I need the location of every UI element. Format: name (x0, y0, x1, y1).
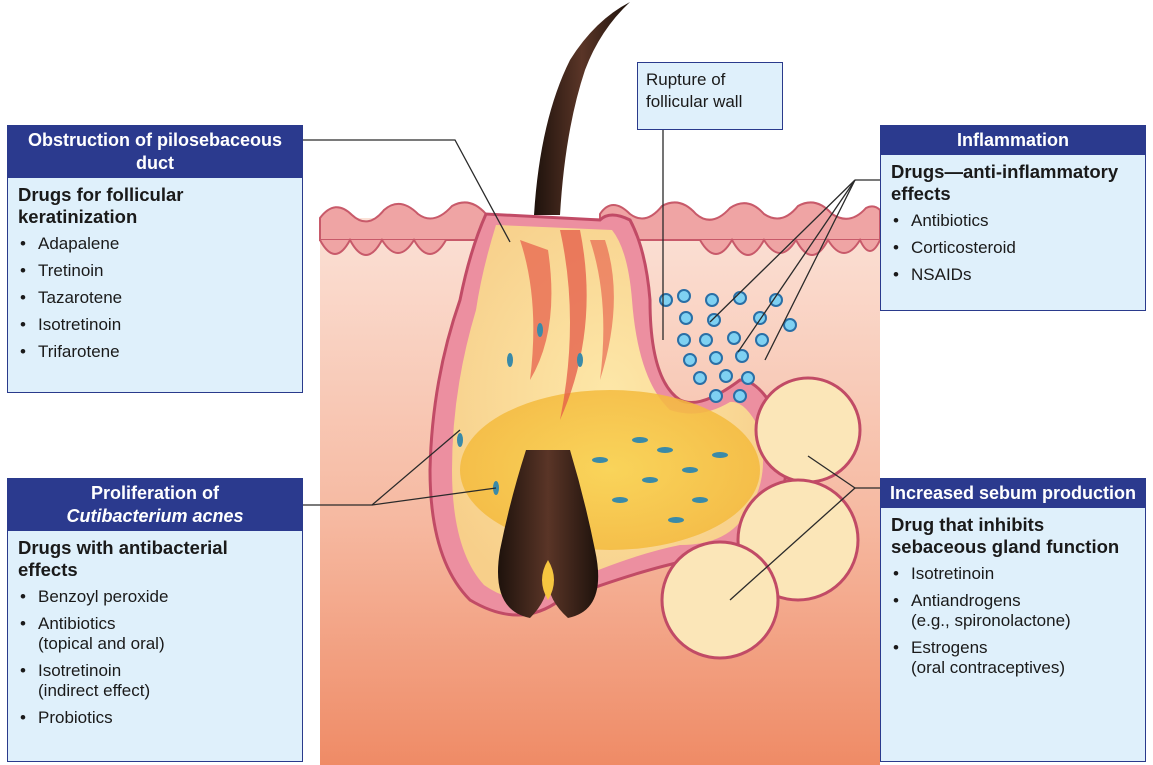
list-item: Tretinoin (18, 261, 292, 281)
list-item: Corticosteroid (891, 238, 1135, 258)
obstruction-callout: Obstruction of pilosebaceous duct Drugs … (7, 125, 303, 393)
list-item: Isotretinoin (891, 564, 1135, 584)
list-item: Trifarotene (18, 342, 292, 362)
list-item: Antibiotics (891, 211, 1135, 231)
list-item: Isotretinoin (indirect effect) (18, 661, 292, 701)
obstruction-title: Obstruction of pilosebaceous duct (8, 126, 302, 178)
list-item: Antibiotics (topical and oral) (18, 614, 292, 654)
proliferation-subtitle: Drugs with antibacterial effects (18, 537, 292, 581)
hair-shaft (534, 2, 630, 215)
sebum-callout: Increased sebum production Drug that inh… (880, 478, 1146, 762)
sebum-drug-list: Isotretinoin Antiandrogens (e.g., spiron… (891, 564, 1135, 678)
proliferation-title-line1: Proliferation of (14, 482, 296, 505)
sebum-subtitle: Drug that inhibits sebaceous gland funct… (891, 514, 1135, 558)
sebum-title: Increased sebum production (881, 479, 1145, 508)
list-item: NSAIDs (891, 265, 1135, 285)
list-item: Benzoyl peroxide (18, 587, 292, 607)
epidermis (320, 202, 486, 240)
list-item: Adapalene (18, 234, 292, 254)
list-item: Estrogens (oral contraceptives) (891, 638, 1135, 678)
obstruction-drug-list: Adapalene Tretinoin Tazarotene Isotretin… (18, 234, 292, 362)
obstruction-subtitle: Drugs for follicular keratinization (18, 184, 292, 228)
sebum-plug (460, 390, 760, 550)
proliferation-title-line2: Cutibacterium acnes (14, 505, 296, 528)
inflammation-callout: Inflammation Drugs—anti-inflammatory eff… (880, 125, 1146, 311)
inflammation-subtitle: Drugs—anti-inflammatory effects (891, 161, 1135, 205)
inflammation-title: Inflammation (881, 126, 1145, 155)
list-item: Antiandrogens (e.g., spironolactone) (891, 591, 1135, 631)
inflammation-drug-list: Antibiotics Corticosteroid NSAIDs (891, 211, 1135, 285)
list-item: Probiotics (18, 708, 292, 728)
list-item: Tazarotene (18, 288, 292, 308)
proliferation-drug-list: Benzoyl peroxide Antibiotics (topical an… (18, 587, 292, 728)
rupture-callout: Rupture of follicular wall (637, 62, 783, 130)
list-item: Isotretinoin (18, 315, 292, 335)
proliferation-callout: Proliferation of Cutibacterium acnes Dru… (7, 478, 303, 762)
